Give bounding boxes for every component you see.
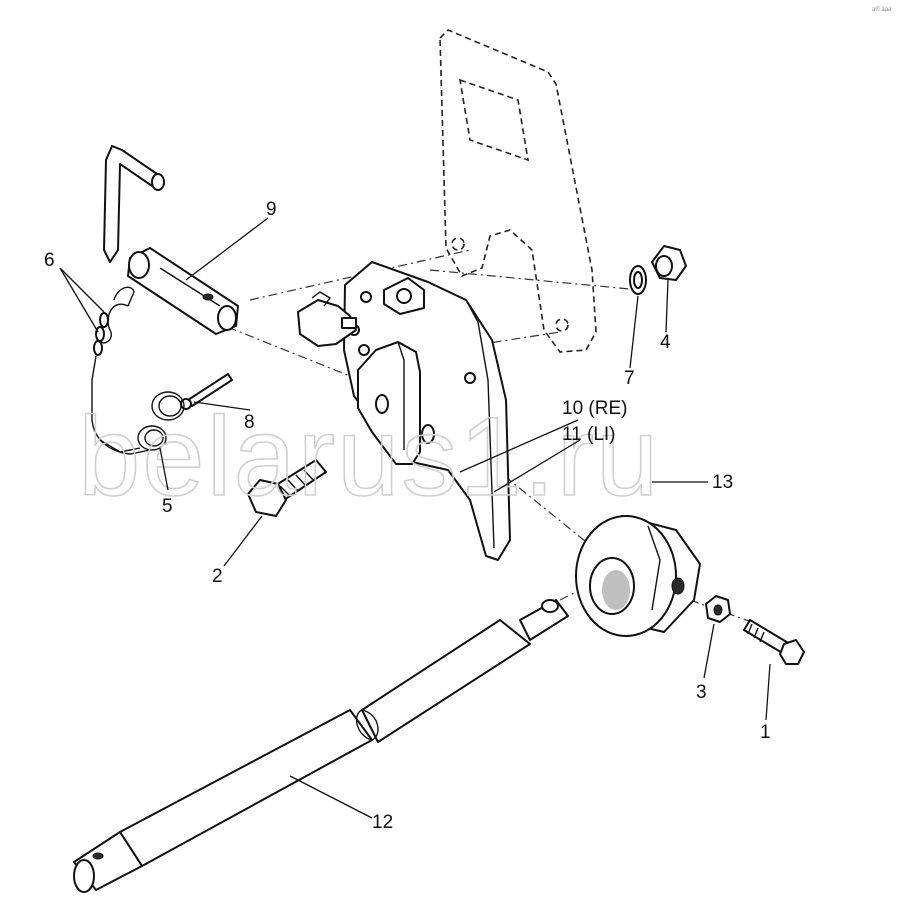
label-10: 10 (RE) (562, 398, 627, 419)
small-clevis (297, 291, 357, 347)
label-5: 5 (162, 496, 173, 517)
spring-clip-6 (91, 286, 151, 455)
washer-7 (629, 265, 647, 295)
ring-5 (137, 391, 185, 451)
corner-mark: a® aaa (872, 6, 892, 13)
label-4: 4 (660, 332, 671, 353)
label-11: 11 (LI) (562, 424, 616, 445)
bolt-2 (247, 459, 327, 517)
watermark: belarus1.ru (78, 394, 660, 519)
mounting-plate (439, 29, 597, 353)
nut-3 (705, 595, 731, 623)
bolt-1 (743, 619, 805, 665)
hub-13 (575, 515, 701, 637)
label-12: 12 (372, 812, 393, 833)
label-13: 13 (712, 472, 733, 493)
label-7: 7 (624, 368, 635, 389)
callout-leaders (59, 217, 771, 819)
bracket-10-11 (343, 261, 511, 561)
label-9: 9 (266, 199, 277, 220)
callout-labels: 9 6 8 5 2 7 4 10 (RE) 11 (LI) 13 3 1 12 (44, 199, 771, 833)
label-8: 8 (244, 412, 255, 433)
pin-9 (103, 145, 239, 335)
nut-4 (651, 245, 687, 281)
label-3: 3 (696, 682, 707, 703)
label-1: 1 (760, 722, 771, 743)
label-2: 2 (212, 566, 223, 587)
label-6: 6 (44, 250, 55, 271)
shaft-12 (73, 599, 569, 893)
